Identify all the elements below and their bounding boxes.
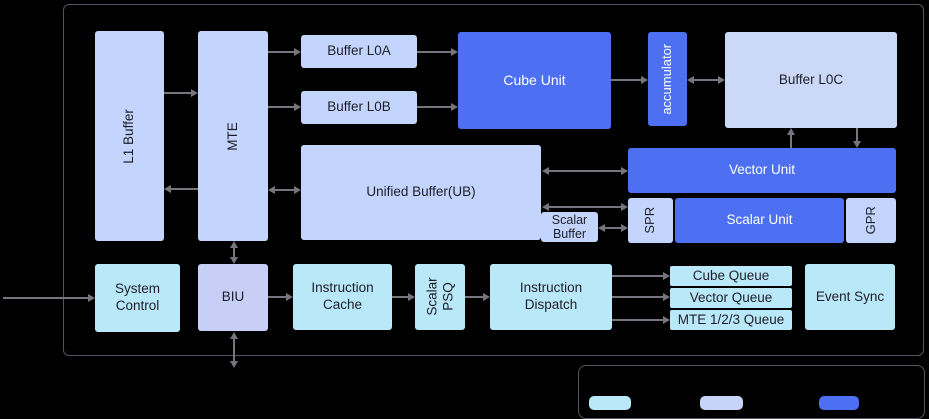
block-accumulator-label: accumulator [659, 43, 675, 115]
arrow-buffer-l0b-to-cube-unit [417, 106, 452, 108]
arrow-accumulator-buffer-l0c-bidir [693, 79, 719, 81]
block-spr-label: SPR [642, 207, 658, 234]
arrow-buffer-l0a-to-cube-unit [417, 51, 452, 53]
block-scalar-psq: Scalar PSQ [415, 264, 465, 330]
block-buffer-l0a-label: Buffer L0A [327, 43, 391, 59]
arrow-dispatch-to-vector-queue [612, 296, 664, 298]
block-mte-queue-label: MTE 1/2/3 Queue [677, 311, 785, 327]
block-mte-label: MTE [224, 121, 240, 151]
arrow-mte-to-buffer-l0b [268, 106, 295, 108]
arrow-vector-unit-to-buffer-l0c [790, 134, 792, 148]
block-gpr: GPR [846, 198, 896, 243]
arrow-cube-unit-to-accumulator [611, 79, 642, 81]
block-vector-unit-label: Vector Unit [728, 162, 796, 178]
block-unified-buffer: Unified Buffer(UB) [301, 145, 541, 240]
block-buffer-l0b-label: Buffer L0B [327, 99, 391, 115]
block-mte: MTE [198, 31, 268, 241]
legend-swatch-storage [700, 396, 743, 410]
block-scalar-unit-label: Scalar Unit [726, 212, 793, 228]
block-vector-queue: Vector Queue [670, 288, 792, 308]
block-buffer-l0c: Buffer L0C [725, 32, 897, 128]
legend-swatch-compute [819, 396, 859, 410]
block-scalar-unit: Scalar Unit [675, 198, 844, 243]
block-system-control: System Control [95, 264, 180, 332]
block-gpr-label: GPR [862, 206, 878, 235]
arrow-biu-to-instruction-cache [268, 296, 287, 298]
arrow-external-to-system-control [3, 297, 89, 299]
block-instruction-cache-label: Instruction Cache [311, 280, 374, 312]
block-scalar-buffer-label: Scalar Buffer [551, 213, 588, 241]
arrow-dispatch-to-mte-queue [612, 319, 664, 321]
block-instruction-dispatch-label: Instruction Dispatch [519, 280, 583, 312]
arrow-mte-biu-bidir [233, 247, 235, 258]
block-l1-buffer-label: L1 Buffer [121, 108, 137, 164]
legend-swatch-control [589, 396, 631, 410]
block-system-control-label: System Control [114, 281, 160, 313]
block-instruction-cache: Instruction Cache [293, 264, 392, 330]
arrow-mte-to-buffer-l0a [268, 51, 295, 53]
block-buffer-l0b: Buffer L0B [301, 91, 417, 124]
arrow-instruction-cache-to-scalar-psq [392, 296, 409, 298]
block-cube-unit: Cube Unit [458, 32, 611, 129]
ai-core-boundary [63, 4, 924, 356]
block-buffer-l0c-label: Buffer L0C [778, 71, 844, 87]
legend-box [578, 365, 925, 419]
block-cube-queue: Cube Queue [670, 266, 792, 286]
arrow-unified-buffer-vector-unit-bidir [548, 170, 622, 172]
block-accumulator: accumulator [648, 32, 687, 126]
block-event-sync-label: Event Sync [815, 288, 885, 304]
arrow-biu-external-bidir [233, 338, 235, 362]
block-spr: SPR [628, 198, 673, 243]
block-mte-queue: MTE 1/2/3 Queue [670, 310, 792, 330]
arrow-mte-to-l1buffer [170, 188, 198, 190]
arrow-unified-buffer-spr-bidir [548, 206, 622, 208]
block-unified-buffer-label: Unified Buffer(UB) [366, 184, 476, 200]
block-cube-queue-label: Cube Queue [692, 267, 770, 283]
block-vector-queue-label: Vector Queue [689, 289, 773, 305]
block-biu: BIU [198, 264, 268, 331]
arrow-mte-unified-buffer-bidir [274, 189, 295, 191]
block-l1-buffer: L1 Buffer [95, 31, 164, 241]
block-vector-unit: Vector Unit [628, 148, 896, 193]
block-cube-unit-label: Cube Unit [503, 71, 566, 88]
arrow-l1buffer-to-mte [164, 92, 192, 94]
arrow-dispatch-to-cube-queue [612, 275, 664, 277]
block-instruction-dispatch: Instruction Dispatch [490, 264, 612, 330]
block-biu-label: BIU [221, 289, 245, 305]
block-scalar-buffer: Scalar Buffer [541, 212, 598, 242]
arrow-buffer-l0c-to-vector-unit [856, 128, 858, 142]
arrow-scalar-buffer-spr-bidir [604, 227, 622, 229]
arrow-scalar-psq-to-instruction-dispatch [465, 296, 484, 298]
block-event-sync: Event Sync [805, 264, 895, 330]
block-buffer-l0a: Buffer L0A [301, 35, 417, 68]
block-scalar-psq-label: Scalar PSQ [424, 277, 455, 317]
